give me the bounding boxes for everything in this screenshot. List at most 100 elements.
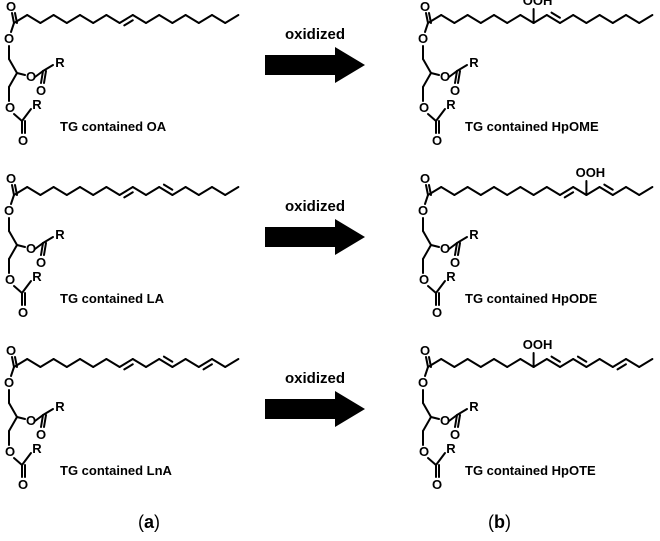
bond <box>422 58 432 74</box>
chain-bond <box>625 186 641 196</box>
oxygen-atom: O <box>36 255 46 270</box>
bond <box>448 70 458 78</box>
r-group: R <box>446 97 456 112</box>
bond <box>34 414 44 422</box>
bond <box>422 230 432 246</box>
chain-bond <box>79 186 95 196</box>
chain-bond <box>545 14 561 24</box>
trans-double-bond <box>603 183 614 191</box>
oxygen-atom: O <box>432 305 442 320</box>
chain-bond <box>466 186 482 196</box>
arrow-label: oxidized <box>285 26 345 43</box>
reaction-arrow <box>265 47 365 83</box>
chain-bond <box>145 14 161 24</box>
carbonyl-bond <box>40 70 44 84</box>
oxygen-atom: O <box>450 255 460 270</box>
chain-bond <box>211 358 227 368</box>
bond <box>422 72 432 88</box>
carbonyl-bond <box>425 184 429 196</box>
chain-bond <box>145 358 161 368</box>
oxygen-atom: O <box>18 477 28 492</box>
chain-bond <box>52 14 68 24</box>
bond <box>34 70 44 78</box>
chain-bond <box>466 358 482 368</box>
bond <box>8 416 18 432</box>
bond <box>456 236 468 244</box>
chain-bond <box>92 14 108 24</box>
chain-bond <box>197 14 213 24</box>
chain-bond <box>466 14 482 24</box>
bond <box>13 285 23 294</box>
chain-bond <box>559 14 575 24</box>
carbonyl-bond <box>454 70 458 84</box>
carbonyl-bond <box>40 414 44 428</box>
chain-bond <box>211 14 227 24</box>
chain-bond <box>224 14 240 24</box>
bond <box>427 285 437 294</box>
chain-bond <box>506 14 522 24</box>
cis-double-bond <box>616 363 627 371</box>
chain-bond <box>519 186 535 196</box>
carbonyl-bond <box>11 184 15 196</box>
r-group: R <box>32 269 42 284</box>
chain-bond <box>158 14 174 24</box>
bond <box>13 113 23 122</box>
oxygen-atom: O <box>5 272 15 287</box>
chain-bond <box>65 14 81 24</box>
bond <box>21 108 32 122</box>
bond <box>424 22 429 33</box>
chain-bond <box>572 14 588 24</box>
chain-bond <box>611 14 627 24</box>
r-group: R <box>469 55 479 70</box>
oxygen-atom: O <box>26 241 36 256</box>
bond <box>42 64 54 72</box>
oxygen-atom: O <box>419 100 429 115</box>
oxygen-atom: O <box>440 413 450 428</box>
chain-bond <box>427 358 443 368</box>
arrow-label: oxidized <box>285 370 345 387</box>
chain-bond <box>171 14 187 24</box>
carbonyl-bond <box>425 356 429 368</box>
oxygen-atom: O <box>419 272 429 287</box>
chain-bond <box>118 186 134 196</box>
chain-bond <box>13 358 29 368</box>
chain-bond <box>559 358 575 368</box>
oxygen-atom: O <box>440 241 450 256</box>
carbonyl-bond <box>425 12 429 24</box>
chain-bond <box>171 186 187 196</box>
reactant-label: TG contained LnA <box>60 463 173 478</box>
chain-bond <box>519 358 535 368</box>
chain-bond <box>572 186 588 196</box>
bond <box>448 414 458 422</box>
r-group: R <box>446 441 456 456</box>
bond <box>456 408 468 416</box>
oxygen-atom: O <box>4 375 14 390</box>
chain-bond <box>184 358 200 368</box>
oxygen-atom: O <box>440 69 450 84</box>
chain-bond <box>598 358 614 368</box>
chain-bond <box>479 14 495 24</box>
chain-bond <box>171 358 187 368</box>
r-group: R <box>32 441 42 456</box>
chain-bond <box>211 186 227 196</box>
carbonyl-bond <box>457 70 461 84</box>
bond <box>8 230 18 246</box>
chain-bond <box>224 358 240 368</box>
chain-bond <box>26 186 42 196</box>
bond <box>21 280 32 294</box>
chain-bond <box>625 358 641 368</box>
chain-bond <box>92 186 108 196</box>
bond <box>16 416 26 420</box>
oxygen-atom: O <box>18 305 28 320</box>
chain-bond <box>598 186 614 196</box>
oxygen-atom: O <box>6 343 16 358</box>
chain-bond <box>493 358 509 368</box>
bond <box>13 457 23 466</box>
bond <box>8 402 18 418</box>
chain-bond <box>105 358 121 368</box>
chain-bond <box>13 186 29 196</box>
